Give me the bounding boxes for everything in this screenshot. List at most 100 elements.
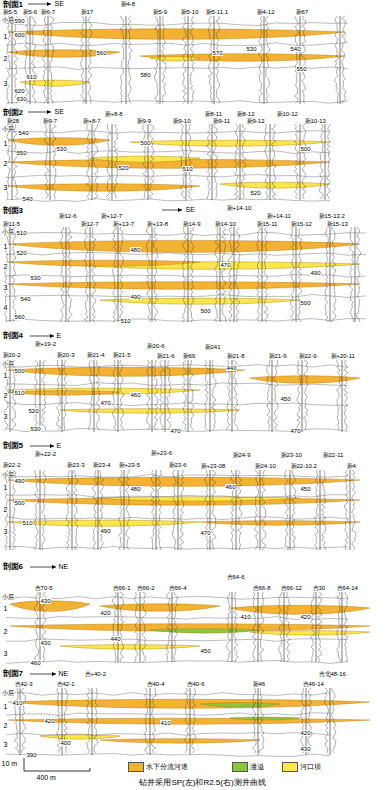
- label: E: [56, 442, 62, 449]
- r25-log: [42, 360, 46, 430]
- well-line: [10, 470, 11, 550]
- label: 新9-12: [246, 118, 265, 124]
- label: 新10-13: [304, 118, 326, 124]
- label: 430: [300, 746, 311, 752]
- label: 390: [26, 752, 37, 758]
- sp-log: [25, 16, 29, 104]
- label: 410: [12, 700, 23, 706]
- sp-log: [181, 124, 185, 199]
- label: 吉66-4: [168, 585, 187, 591]
- sand-body: [20, 80, 90, 86]
- label: 510: [14, 390, 25, 396]
- well-line: [188, 16, 189, 104]
- label: 610: [26, 74, 37, 80]
- sp-log: [119, 470, 123, 550]
- r25-log: [344, 360, 348, 430]
- sp-log: [107, 124, 111, 199]
- label: 剖面4: [2, 332, 23, 340]
- label: 470: [170, 428, 181, 434]
- well-line: [156, 470, 157, 550]
- well-line: [126, 16, 127, 104]
- label: 新+8-7: [82, 118, 101, 124]
- r25-log: [32, 16, 36, 104]
- sp-log: [257, 227, 261, 322]
- r25-log: [94, 688, 98, 753]
- label: 430: [40, 598, 51, 604]
- sp-log: [235, 124, 239, 199]
- sp-log: [291, 227, 295, 322]
- label: 560: [96, 50, 107, 56]
- label: 新15-13: [326, 221, 348, 227]
- well-line: [160, 16, 161, 104]
- label: 410: [160, 720, 171, 726]
- label: 540: [18, 130, 29, 136]
- label: 560: [14, 314, 25, 320]
- label: 新+23-6: [150, 450, 173, 456]
- well-line: [92, 688, 93, 755]
- label: 新9-11: [212, 118, 231, 124]
- label: 3: [3, 741, 8, 748]
- r25-log: [64, 360, 68, 430]
- label: 新+13-7: [112, 221, 135, 227]
- label: 550: [296, 66, 307, 72]
- well-line: [30, 16, 31, 104]
- well-line: [112, 124, 113, 200]
- well-line: [92, 124, 93, 200]
- label: 新6-7: [40, 9, 56, 15]
- direction-arrowhead: [50, 334, 54, 338]
- label: 3: [3, 284, 8, 291]
- correlation-line: [6, 383, 348, 386]
- label: 530: [56, 146, 67, 152]
- label: 新5-10: [180, 9, 199, 15]
- well-line: [150, 688, 151, 755]
- well-line: [86, 16, 87, 104]
- r25-log: [342, 16, 346, 104]
- label: 新+13-8: [146, 221, 169, 227]
- well-line: [240, 124, 241, 200]
- label: 新241: [204, 344, 221, 350]
- sp-log: [255, 470, 259, 550]
- well-line: [172, 592, 173, 662]
- well-line: [40, 360, 41, 432]
- label: 1: [3, 33, 8, 40]
- sp-log: [325, 227, 328, 322]
- label: 490: [310, 270, 321, 276]
- label: 3: [3, 80, 8, 87]
- sp-log: [335, 16, 339, 104]
- sp-log: [113, 360, 116, 430]
- well-line: [214, 16, 215, 104]
- sp-log: [311, 592, 315, 662]
- r25-log: [152, 688, 156, 753]
- sp-log: [160, 360, 164, 430]
- r25-log: [190, 227, 194, 322]
- well-line: [264, 16, 265, 104]
- well-line: [165, 360, 166, 432]
- sand-body: [200, 521, 360, 526]
- well-line: [325, 124, 326, 200]
- direction-arrowhead: [47, 110, 51, 114]
- label: 新+20-11: [330, 353, 355, 359]
- label: 吉66-12: [280, 585, 302, 591]
- well-line: [306, 688, 307, 755]
- sp-log: [183, 360, 187, 430]
- label: 新15-11: [256, 221, 278, 227]
- label: 460: [30, 660, 41, 666]
- direction-arrowhead: [47, 2, 51, 6]
- sp-log: [93, 470, 97, 550]
- label: 吉64-6: [226, 574, 245, 580]
- well-line: [340, 16, 341, 104]
- label: 新28: [6, 118, 20, 124]
- legend-swatch: [232, 762, 248, 772]
- r25-log: [114, 124, 118, 199]
- label: 620: [14, 88, 25, 94]
- sand-body: [8, 367, 245, 376]
- label: 吉40-4: [146, 681, 165, 687]
- label: 新46: [252, 681, 266, 687]
- r25-log: [120, 360, 124, 430]
- well-line: [320, 470, 321, 550]
- correlation-line: [6, 403, 348, 406]
- label: 新69: [182, 353, 196, 359]
- label: 400: [60, 740, 71, 746]
- label: 新20-6: [146, 343, 165, 349]
- label: 新+23-08: [200, 463, 226, 469]
